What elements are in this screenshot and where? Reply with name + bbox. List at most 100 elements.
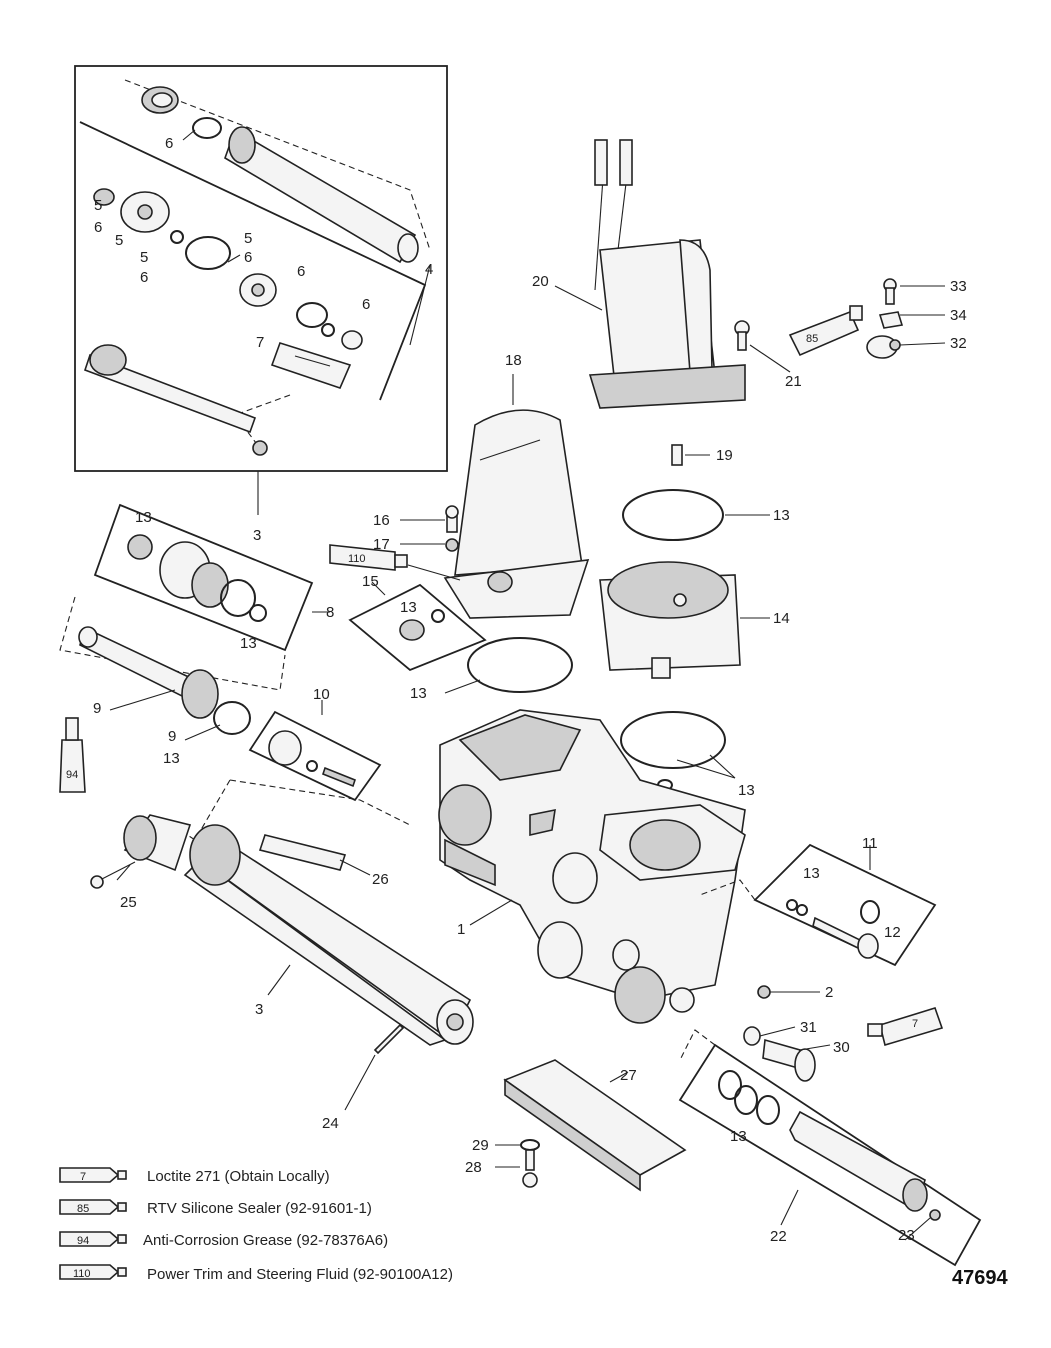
callout-13: 13	[730, 1128, 747, 1145]
callout-7: 7	[256, 334, 264, 351]
legend-row-4: 110 Power Trim and Steering Fluid (92-90…	[59, 1264, 453, 1283]
kit-box-15	[348, 583, 487, 672]
screw-21	[734, 320, 750, 351]
callout-34: 34	[950, 307, 967, 324]
reservoir-18	[443, 409, 590, 619]
seal-kit-box-8	[93, 503, 330, 652]
callout-15: 15	[362, 573, 379, 590]
callout-33: 33	[950, 278, 967, 295]
figure-number: 47694	[952, 1267, 1008, 1289]
svg-text:85: 85	[806, 333, 818, 345]
spool-valve	[789, 1110, 928, 1212]
callout-4: 4	[425, 261, 433, 278]
legend-text: RTV Silicone Sealer (92-91601-1)	[147, 1200, 372, 1217]
pump-motor-20	[588, 139, 746, 409]
fluid-tube-110: 110	[329, 544, 408, 571]
callout-6: 6	[362, 296, 370, 313]
o-ring-13-mid	[467, 637, 573, 693]
pump-housing-14	[599, 561, 741, 679]
legend-row-3: 94 Anti-Corrosion Grease (92-78376A6)	[59, 1231, 388, 1249]
callout-3: 3	[255, 1001, 263, 1018]
legend: 7 Loctite 271 (Obtain Locally) 85 RTV Si…	[59, 1167, 453, 1283]
callout-23: 23	[898, 1227, 915, 1244]
callout-20: 20	[532, 273, 549, 290]
callout-13: 13	[163, 750, 180, 767]
callout-14: 14	[773, 610, 790, 627]
callout-6: 6	[297, 263, 305, 280]
o-ring-13-right	[620, 711, 726, 769]
callout-31: 31	[800, 1019, 817, 1036]
callout-3: 3	[253, 527, 261, 544]
callout-6: 6	[140, 269, 148, 286]
callout-24: 24	[322, 1115, 339, 1132]
legend-text: Loctite 271 (Obtain Locally)	[147, 1168, 330, 1185]
clamp-32	[866, 335, 901, 359]
callout-13: 13	[400, 599, 417, 616]
washer-17	[445, 538, 459, 552]
clip-34	[878, 311, 904, 329]
inner-cylinder-tube	[224, 126, 419, 264]
callout-21: 21	[785, 373, 802, 390]
callout-30: 30	[833, 1039, 850, 1056]
callout-6: 6	[94, 219, 102, 236]
callout-22: 22	[770, 1228, 787, 1245]
screw-33	[883, 278, 897, 305]
callout-5: 5	[140, 249, 148, 266]
svg-text:94: 94	[66, 769, 78, 781]
callout-27: 27	[620, 1067, 637, 1084]
screw-16	[445, 505, 459, 533]
legend-text: Anti-Corrosion Grease (92-78376A6)	[143, 1232, 388, 1249]
callout-5: 5	[115, 232, 123, 249]
legend-tube-label: 110	[73, 1268, 91, 1280]
callout-18: 18	[505, 352, 522, 369]
inset-box-cylinder-kit	[74, 65, 448, 515]
manual-release-valve	[159, 541, 229, 608]
svg-text:110: 110	[348, 553, 366, 565]
callout-13: 13	[410, 685, 427, 702]
plug-2	[757, 985, 771, 999]
callout-13: 13	[803, 865, 820, 882]
plate-27	[503, 1059, 687, 1192]
callout-28: 28	[465, 1159, 482, 1176]
trim-rod-9	[59, 596, 286, 735]
callout-labels: 6 5 6 5 5 6 5 6 6 6 4 7 3 13 13 8 9 9 13…	[93, 135, 967, 1245]
cylinder-cap	[141, 86, 179, 114]
o-ring-13-upper	[622, 489, 724, 541]
callout-19: 19	[716, 447, 733, 464]
leader-lines	[109, 285, 946, 1241]
callout-6: 6	[244, 249, 252, 266]
legend-row-2: 85 RTV Silicone Sealer (92-91601-1)	[59, 1199, 372, 1217]
kit-box-11	[699, 843, 937, 967]
screw-28	[522, 1149, 538, 1188]
callout-2: 2	[825, 984, 833, 1001]
callout-13: 13	[240, 635, 257, 652]
callout-25: 25	[120, 894, 137, 911]
callout-32: 32	[950, 335, 967, 352]
bolt-25	[90, 861, 136, 889]
legend-row-1: 7 Loctite 271 (Obtain Locally)	[59, 1167, 330, 1185]
pin-24	[373, 1023, 405, 1055]
callout-5: 5	[244, 230, 252, 247]
sealer-tube-85: 85	[788, 305, 863, 357]
bolt-30	[762, 1038, 816, 1082]
manifold-body-1	[438, 709, 746, 1024]
key-19	[671, 444, 683, 466]
legend-text: Power Trim and Steering Fluid (92-90100A…	[147, 1266, 453, 1283]
legend-tube-label: 85	[77, 1203, 89, 1215]
trim-cylinder-3	[123, 779, 474, 1046]
loctite-tube-7: 7	[867, 1007, 944, 1047]
callout-13: 13	[738, 782, 755, 799]
kit-box-22	[678, 1029, 982, 1267]
valve-piston	[239, 273, 277, 307]
callout-10: 10	[313, 686, 330, 703]
callout-26: 26	[372, 871, 389, 888]
callout-5: 5	[94, 197, 102, 214]
kit-box-10	[248, 710, 382, 802]
callout-29: 29	[472, 1137, 489, 1154]
svg-text:7: 7	[912, 1018, 918, 1030]
callout-13: 13	[135, 509, 152, 526]
callout-11: 11	[862, 835, 878, 852]
callout-16: 16	[373, 512, 390, 529]
pivot-pin-26	[258, 834, 347, 871]
